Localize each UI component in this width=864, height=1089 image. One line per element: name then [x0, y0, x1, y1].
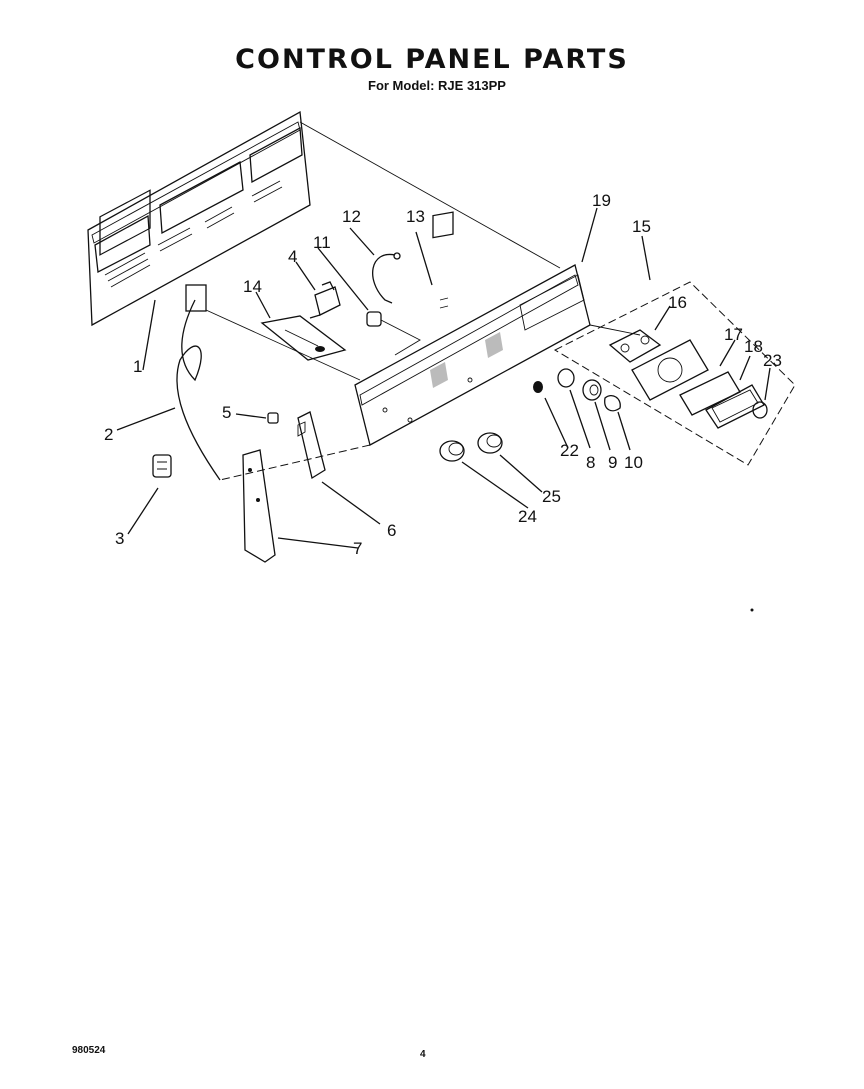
callout-8: 8 — [586, 453, 595, 472]
callout-14: 14 — [243, 277, 262, 296]
callout-5: 5 — [222, 403, 231, 422]
callout-9: 9 — [608, 453, 617, 472]
knob-23 — [752, 401, 768, 419]
selector-switch — [309, 281, 341, 319]
callout-12: 12 — [342, 207, 361, 226]
knob-24 — [439, 440, 465, 462]
back-panel — [87, 110, 561, 327]
callout-24: 24 — [518, 507, 537, 526]
page-number: 4 — [420, 1049, 426, 1060]
callout-18: 18 — [744, 337, 763, 356]
callout-labels: 1 2 3 4 5 6 7 8 9 10 11 12 13 14 15 16 1… — [104, 191, 782, 558]
callout-2: 2 — [104, 425, 113, 444]
callout-17: 17 — [724, 325, 743, 344]
knob-25 — [477, 432, 503, 454]
leader-lines — [116, 207, 771, 549]
timer-dial — [631, 339, 709, 401]
callout-13: 13 — [406, 207, 425, 226]
callout-4: 4 — [288, 247, 297, 266]
callout-6: 6 — [387, 521, 396, 540]
rotary-knob-set — [533, 368, 621, 412]
callout-11: 11 — [313, 233, 331, 252]
timer-assembly-outline — [553, 281, 796, 466]
power-cord — [176, 284, 361, 481]
side-bracket-left — [242, 449, 276, 563]
clip-part — [152, 454, 172, 478]
lens-frame — [679, 371, 765, 429]
spring-clip — [267, 412, 279, 424]
callout-7: 7 — [353, 539, 362, 558]
callout-16: 16 — [668, 293, 687, 312]
thermostat — [366, 311, 421, 356]
push-switch — [432, 211, 454, 309]
callout-10: 10 — [624, 453, 643, 472]
side-bracket-right — [297, 411, 326, 480]
timer-housing — [608, 329, 662, 363]
model-subtitle: For Model: RJE 313PP — [368, 78, 506, 93]
document-code: 980524 — [72, 1045, 106, 1056]
callout-19: 19 — [592, 191, 611, 210]
callout-3: 3 — [115, 529, 124, 548]
callout-25: 25 — [542, 487, 561, 506]
callout-1: 1 — [133, 357, 142, 376]
console-panel — [219, 264, 641, 481]
callout-15: 15 — [632, 217, 651, 236]
callout-22: 22 — [560, 441, 579, 460]
harness-wire — [372, 252, 401, 304]
wiring-strip — [260, 315, 347, 361]
page-title: CONTROL PANEL PARTS — [235, 44, 629, 75]
callout-23: 23 — [763, 351, 782, 370]
